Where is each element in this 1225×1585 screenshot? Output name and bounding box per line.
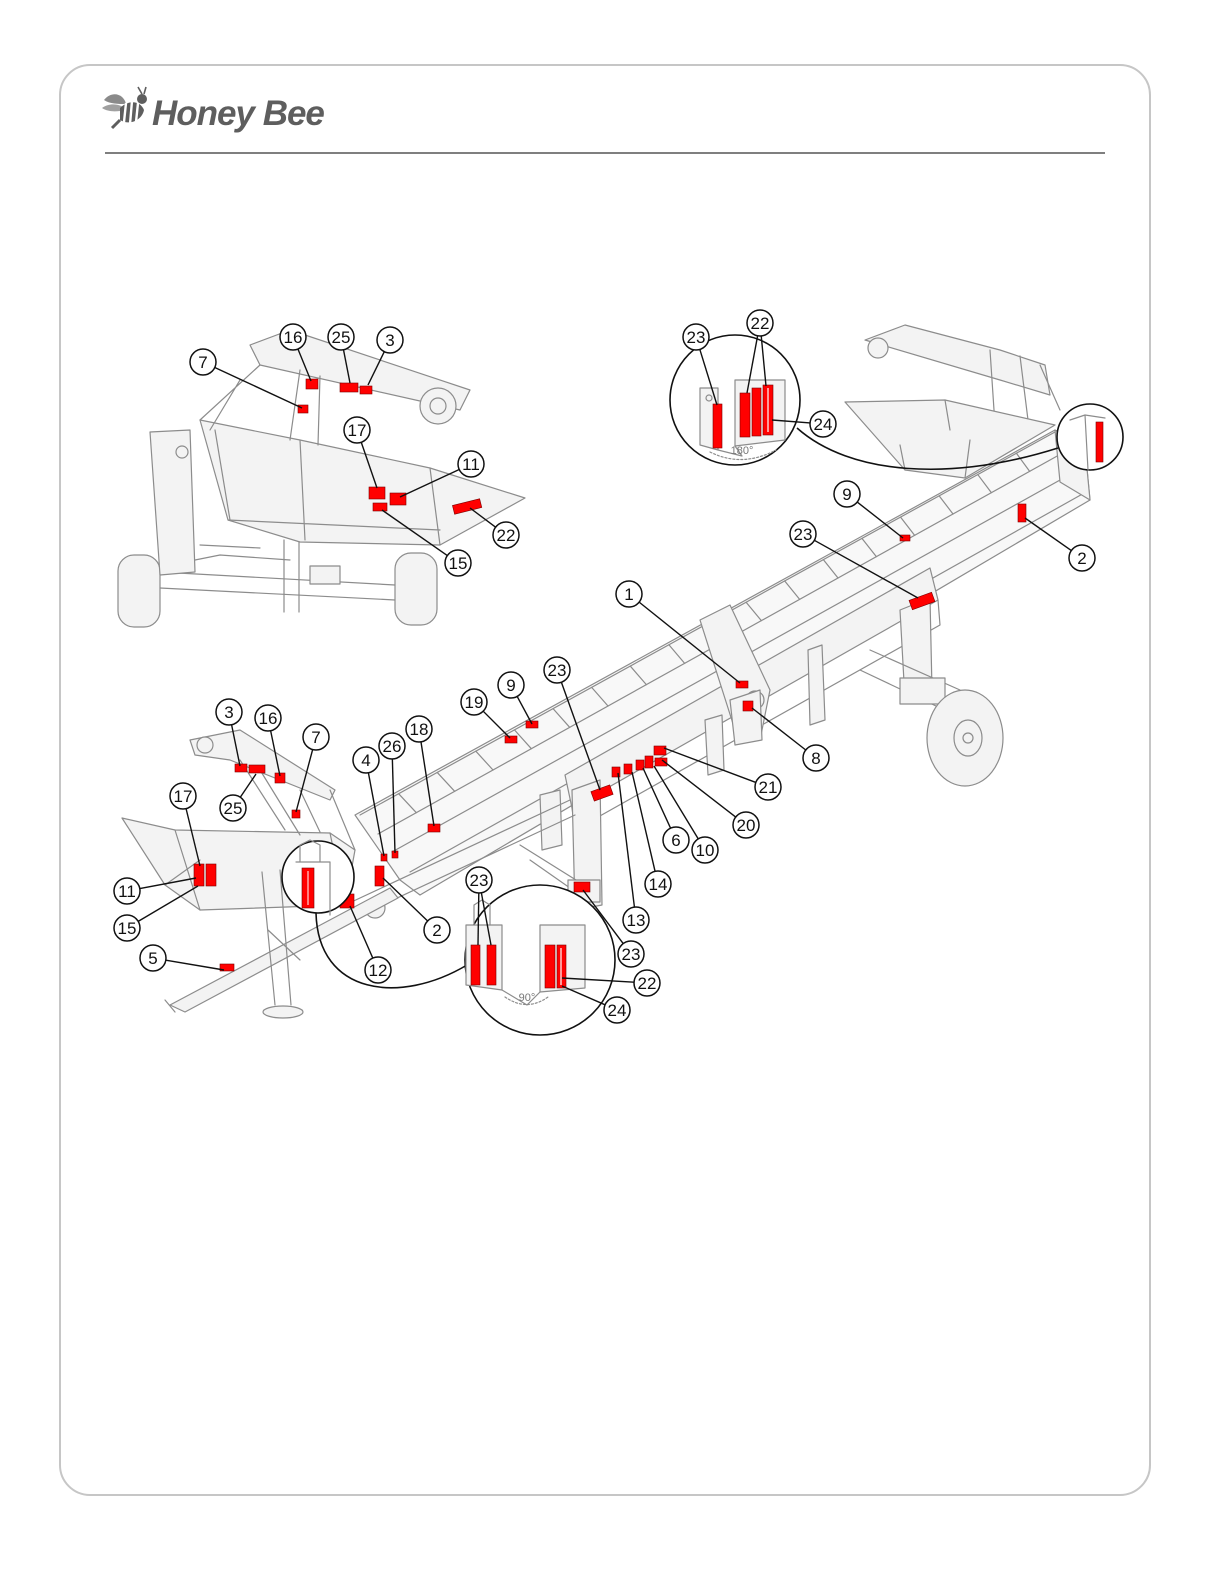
callout-number: 25 [332, 328, 351, 347]
magnifier-source-left [282, 840, 354, 915]
callout-number: 18 [410, 720, 429, 739]
callout-main-5: 5 [140, 945, 224, 971]
leader-line [215, 367, 302, 408]
leader-line [643, 768, 671, 828]
callout-number: 22 [638, 974, 657, 993]
decal [360, 386, 372, 394]
callout-number: 3 [224, 703, 233, 722]
decal [249, 765, 265, 773]
decal [1096, 422, 1103, 462]
callout-number: 19 [465, 693, 484, 712]
callout-number: 5 [148, 949, 157, 968]
callout-number: 2 [432, 921, 441, 940]
decal [645, 756, 653, 768]
callout-number: 24 [608, 1001, 627, 1020]
callout-number: 12 [369, 961, 388, 980]
decal [900, 535, 910, 541]
magnifier-detail-bottom: 90° [465, 885, 615, 1035]
callout-number: 4 [361, 751, 370, 770]
leader-line [517, 696, 532, 724]
callout-main-6: 6 [643, 768, 689, 853]
callout-number: 13 [627, 911, 646, 930]
decal [471, 945, 480, 985]
decal [340, 383, 358, 392]
callout-number: 11 [118, 882, 136, 901]
callout-number: 23 [794, 525, 813, 544]
callout-number: 23 [470, 871, 489, 890]
callout-number: 16 [259, 709, 278, 728]
decal [206, 864, 216, 886]
callout-number: 8 [811, 749, 820, 768]
decal [713, 404, 722, 448]
decal [194, 864, 204, 886]
decal [624, 764, 632, 774]
callout-number: 16 [284, 328, 303, 347]
decal [574, 882, 590, 892]
callout-number: 25 [224, 799, 243, 818]
callout-number: 15 [118, 919, 137, 938]
leader-line [618, 773, 634, 907]
callout-number: 20 [737, 816, 756, 835]
callout-number: 10 [696, 841, 715, 860]
callout-number: 15 [449, 554, 468, 573]
leader-line [483, 711, 510, 738]
decal [235, 764, 247, 772]
callout-main-9: 9 [834, 481, 903, 538]
callout-number: 21 [759, 778, 778, 797]
bee-icon [98, 84, 148, 134]
decal [375, 866, 384, 886]
decal [526, 721, 538, 728]
decal [487, 945, 496, 985]
leader-line [240, 774, 256, 797]
decal [373, 503, 387, 511]
decal [505, 736, 517, 743]
callout-number: 2 [1077, 549, 1086, 568]
leader-line [166, 960, 224, 970]
decal [545, 945, 555, 988]
decal [654, 746, 666, 755]
callout-main-25: 25 [220, 774, 256, 821]
callout-main-2: 2 [1025, 518, 1095, 571]
callout-number: 22 [751, 314, 770, 333]
callout-number: 1 [624, 585, 633, 604]
callout-number: 9 [842, 485, 851, 504]
callout-number: 23 [622, 945, 641, 964]
logo: Honey Bee [98, 82, 324, 136]
decal [740, 393, 750, 437]
magnifier-source-right [1057, 404, 1123, 470]
callout-number: 17 [174, 787, 193, 806]
angle-label-180: 180° [731, 445, 754, 457]
callout-number: 14 [649, 875, 668, 894]
decal [1018, 504, 1026, 522]
front-view-drawing [118, 330, 525, 627]
callout-number: 3 [385, 331, 394, 350]
callout-number: 26 [383, 737, 402, 756]
decal [743, 701, 753, 711]
callout-number: 24 [814, 415, 833, 434]
leader-line [138, 886, 198, 921]
callout-number: 22 [497, 526, 516, 545]
callout-number: 23 [687, 328, 706, 347]
callout-number: 23 [548, 661, 567, 680]
callout-number: 11 [462, 455, 480, 474]
callout-number: 9 [506, 676, 515, 695]
callout-number: 17 [348, 421, 367, 440]
angle-label-90: 90° [519, 992, 536, 1004]
callout-number: 7 [311, 728, 320, 747]
callout-number: 7 [198, 353, 207, 372]
callout-number: 6 [671, 831, 680, 850]
logo-text: Honey Bee [152, 94, 324, 134]
decal [306, 379, 318, 389]
callout-main-19: 19 [461, 689, 510, 738]
leader-line [478, 893, 479, 945]
magnifier-detail-top-right: 180° [670, 335, 800, 465]
leader-line [662, 760, 736, 817]
decal [752, 388, 761, 436]
decal [369, 487, 385, 499]
callout-main-9: 9 [498, 672, 532, 724]
